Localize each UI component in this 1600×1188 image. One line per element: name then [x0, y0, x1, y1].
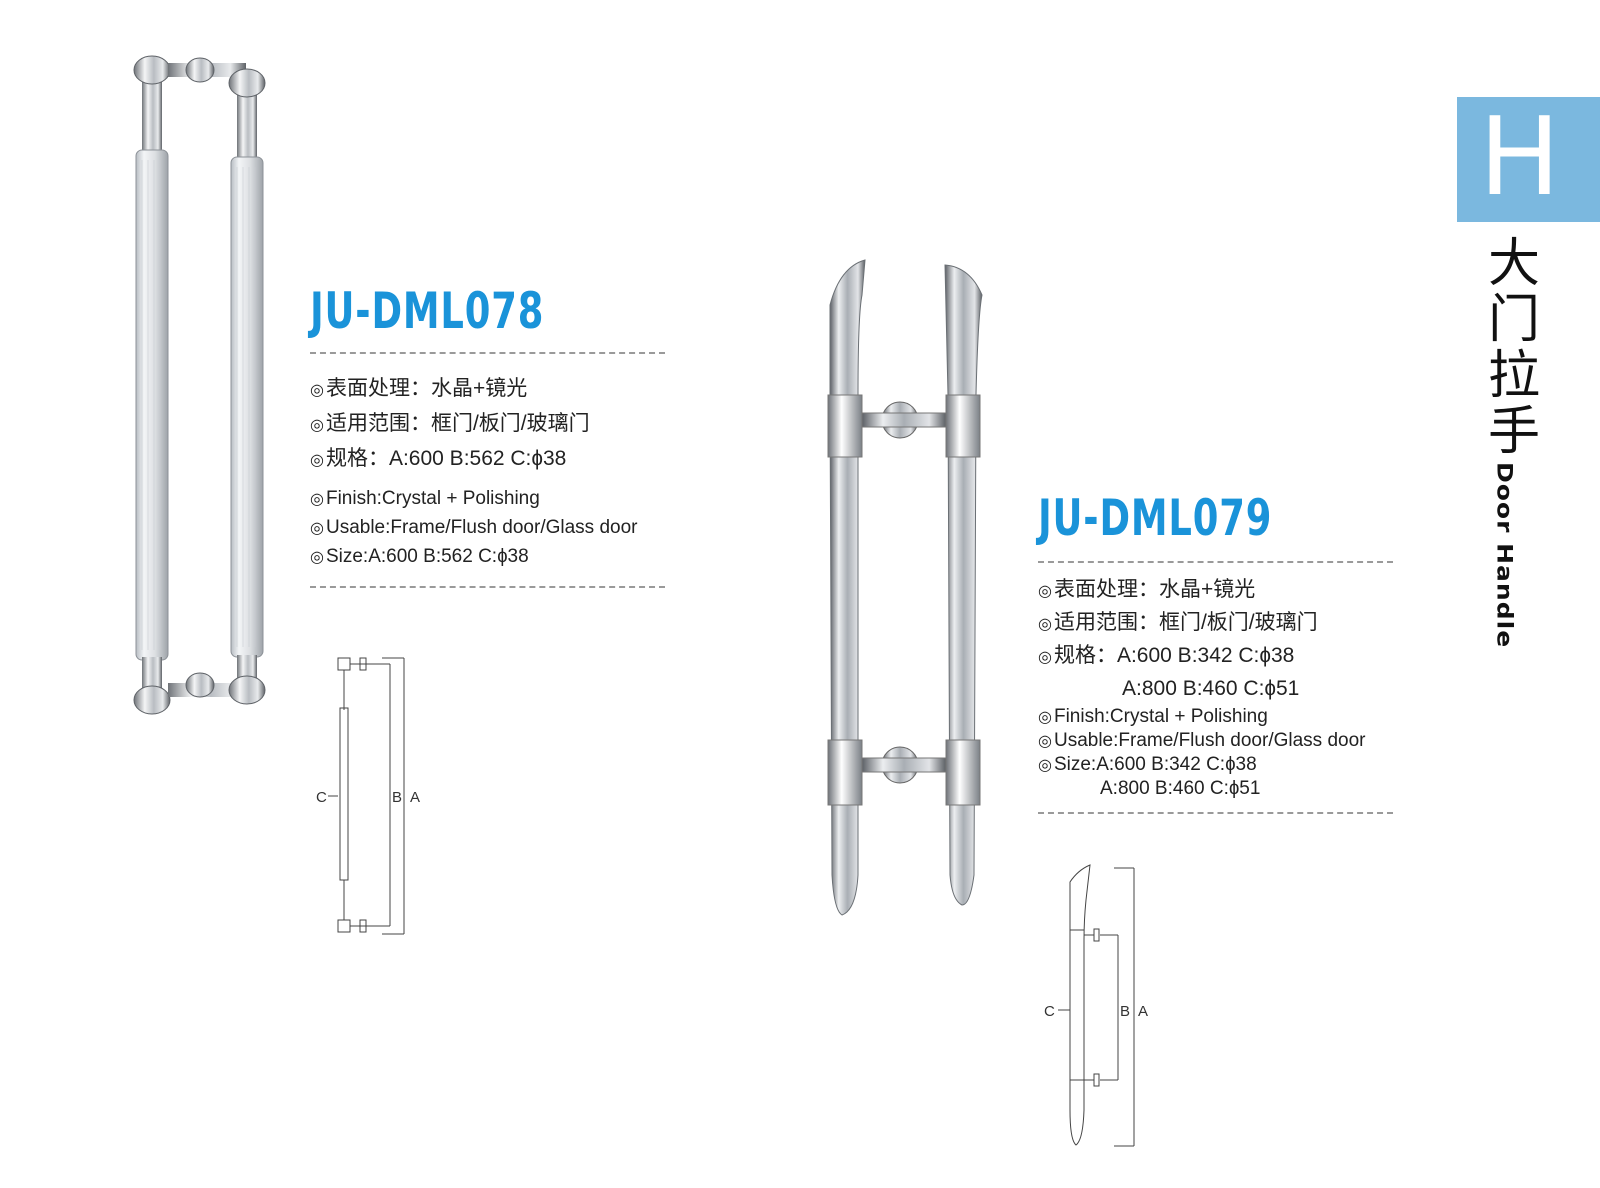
category-title-cn: 大门拉手: [1487, 234, 1540, 462]
spec-size-en: ◎Size:A:600 B:342 C:ɸ38: [1038, 754, 1257, 775]
spec-finish-en: ◎Finish:Crystal + Polishing: [1038, 706, 1268, 727]
spec-size-en: ◎Size:A:600 B:562 C:ɸ38: [310, 546, 529, 567]
spec-size-cn: ◎规格：A:600 B:342 C:ɸ38: [1038, 644, 1295, 667]
product-image-dml079: [827, 259, 983, 916]
spec-block-en-dml078: ◎Finish:Crystal + Polishing ◎Usable:Fram…: [310, 485, 637, 572]
diagram-label-b: B: [392, 789, 402, 806]
category-title-en: Door Handle: [1492, 462, 1517, 649]
spec-usage-cn: ◎适用范围：框门/板门/玻璃门: [1038, 611, 1318, 634]
divider: [1038, 812, 1393, 814]
model-name-dml079: JU-DML079: [1038, 489, 1273, 547]
divider: [1038, 561, 1393, 563]
diagram-label-b: B: [1120, 1003, 1130, 1020]
divider: [310, 352, 665, 354]
spec-block-en-dml079: ◎Finish:Crystal + Polishing ◎Usable:Fram…: [1038, 705, 1365, 800]
spec-usage-cn: ◎适用范围：框门/板门/玻璃门: [310, 412, 590, 435]
spec-size-cn: ◎规格：A:600 B:562 C:ɸ38: [310, 447, 567, 470]
category-letter: H: [1479, 95, 1561, 220]
diagram-label-a: A: [1138, 1003, 1148, 1020]
spec-usage-en: ◎Usable:Frame/Flush door/Glass door: [1038, 730, 1366, 751]
spec-size2-en: A:800 B:460 C:ɸ51: [1100, 778, 1261, 799]
spec-size2-cn: A:800 B:460 C:ɸ51: [1122, 677, 1300, 700]
spec-finish-cn: ◎表面处理：水晶+镜光: [1038, 578, 1256, 601]
category-tab: H: [1457, 97, 1600, 222]
spec-finish-en: ◎Finish:Crystal + Polishing: [310, 488, 540, 509]
spec-block-cn-dml079: ◎表面处理：水晶+镜光 ◎适用范围：框门/板门/玻璃门 ◎规格：A:600 B:…: [1038, 574, 1318, 704]
dimension-diagram-dml078: C B A: [316, 657, 420, 935]
model-name-dml078: JU-DML078: [310, 282, 545, 340]
product-image-dml078: [133, 55, 266, 715]
diagram-label-c: C: [1044, 1003, 1055, 1020]
dimension-diagram-dml079: C B A: [1044, 864, 1148, 1147]
spec-block-cn-dml078: ◎表面处理：水晶+镜光 ◎适用范围：框门/板门/玻璃门 ◎规格：A:600 B:…: [310, 372, 590, 477]
spec-usage-en: ◎Usable:Frame/Flush door/Glass door: [310, 517, 638, 538]
diagram-label-c: C: [316, 789, 327, 806]
diagram-label-a: A: [410, 789, 420, 806]
spec-finish-cn: ◎表面处理：水晶+镜光: [310, 377, 528, 400]
divider: [310, 586, 665, 588]
